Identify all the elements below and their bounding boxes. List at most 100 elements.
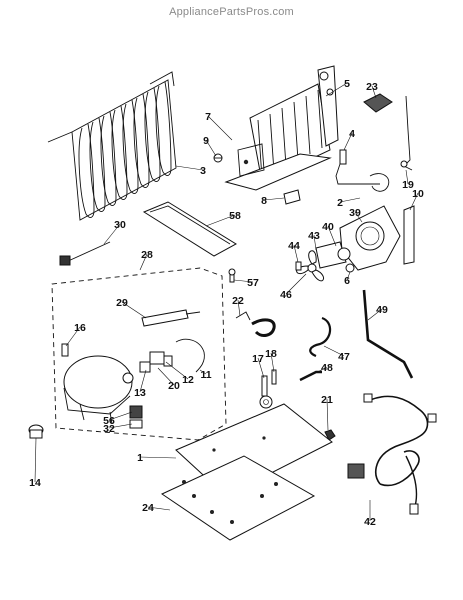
callout-8[interactable]: 8 (261, 195, 267, 207)
part-fan-shroud-39 (339, 205, 401, 271)
leader-line-19 (405, 169, 409, 185)
callout-46[interactable]: 46 (280, 289, 292, 301)
leader-line-16 (65, 326, 81, 347)
leader-line-48 (309, 366, 328, 377)
part-tube-48 (299, 370, 322, 382)
callout-1[interactable]: 1 (137, 452, 143, 464)
leader-line-7 (207, 115, 233, 141)
part-wire-11 (175, 338, 205, 373)
callout-44[interactable]: 44 (288, 240, 300, 252)
callout-58[interactable]: 58 (229, 210, 241, 222)
callout-47[interactable]: 47 (338, 351, 350, 363)
part-start-device-29 (141, 309, 201, 327)
leader-line-58 (205, 214, 236, 227)
callout-9[interactable]: 9 (203, 135, 209, 147)
leader-line-21 (326, 398, 329, 431)
part-evaporator (224, 65, 339, 191)
leader-line-18 (270, 352, 275, 373)
part-duct-10 (403, 205, 415, 265)
leader-line-11 (199, 369, 207, 375)
callout-24[interactable]: 24 (142, 502, 154, 514)
callout-29[interactable]: 29 (116, 297, 128, 309)
compressor-assembly-outline (51, 267, 227, 441)
callout-7[interactable]: 7 (205, 111, 211, 123)
leader-line-17 (257, 357, 265, 379)
leader-line-4 (343, 132, 353, 151)
leader-line-10 (409, 192, 419, 211)
callout-6[interactable]: 6 (344, 275, 350, 287)
leader-line-47 (323, 345, 345, 357)
leader-line-39 (354, 211, 363, 223)
part-wire-harness-42 (347, 393, 437, 515)
leader-line-14 (34, 437, 37, 483)
callout-32[interactable]: 32 (103, 423, 115, 435)
callout-20[interactable]: 20 (168, 380, 180, 392)
callout-17[interactable]: 17 (252, 353, 264, 365)
callout-23[interactable]: 23 (366, 81, 378, 93)
callout-40[interactable]: 40 (322, 221, 334, 233)
part-bracket-8 (283, 189, 301, 205)
part-fan-motor-40 (315, 241, 351, 269)
part-wire-19 (369, 95, 413, 192)
part-tube-47 (309, 316, 332, 358)
callout-42[interactable]: 42 (364, 516, 376, 528)
part-grommet-16 (61, 343, 69, 357)
part-screw-6 (345, 263, 355, 273)
part-compressor (63, 355, 134, 425)
leader-line-20 (157, 367, 175, 386)
part-condenser (47, 71, 177, 221)
leader-line-1 (139, 456, 177, 459)
part-fan-blade-46 (296, 250, 325, 282)
callout-2[interactable]: 2 (337, 197, 343, 209)
callout-4[interactable]: 4 (349, 128, 355, 140)
leader-line-32 (108, 423, 133, 429)
callout-19[interactable]: 19 (402, 179, 414, 191)
leader-line-5 (325, 82, 348, 97)
part-probe-30 (59, 241, 111, 266)
callout-39[interactable]: 39 (349, 207, 361, 219)
part-relay-12 (139, 351, 173, 373)
leader-line-30 (103, 223, 121, 245)
part-screw-17 (261, 375, 268, 397)
callout-5[interactable]: 5 (344, 78, 350, 90)
leader-line-6 (346, 271, 351, 281)
callout-18[interactable]: 18 (265, 348, 277, 360)
watermark: AppliancePartsPros.com (169, 6, 294, 18)
leader-line-23 (371, 85, 377, 99)
callout-22[interactable]: 22 (232, 295, 244, 307)
leader-line-57 (233, 279, 254, 283)
leader-line-12 (165, 361, 189, 380)
callout-28[interactable]: 28 (141, 249, 153, 261)
leader-line-28 (139, 253, 148, 271)
part-screw-57 (228, 268, 236, 283)
part-cover-23 (363, 93, 393, 113)
part-drier-49 (362, 289, 414, 379)
part-pad-24 (160, 455, 316, 541)
callout-43[interactable]: 43 (308, 230, 320, 242)
leader-line-9 (205, 139, 217, 157)
callout-16[interactable]: 16 (74, 322, 86, 334)
callout-10[interactable]: 10 (412, 188, 424, 200)
part-tube-22 (235, 311, 276, 337)
leader-line-24 (147, 506, 171, 511)
callout-12[interactable]: 12 (182, 374, 194, 386)
part-nut-21 (324, 429, 336, 441)
leader-line-13 (139, 369, 147, 393)
callout-49[interactable]: 49 (376, 304, 388, 316)
part-drain-trough-58 (142, 201, 237, 257)
callout-48[interactable]: 48 (321, 362, 333, 374)
callout-56[interactable]: 56 (103, 415, 115, 427)
leader-line-8 (263, 197, 285, 201)
callout-21[interactable]: 21 (321, 394, 333, 406)
callout-3[interactable]: 3 (200, 165, 206, 177)
part-screw-18 (271, 369, 277, 385)
callout-30[interactable]: 30 (114, 219, 126, 231)
callout-11[interactable]: 11 (200, 369, 211, 381)
callout-13[interactable]: 13 (134, 387, 146, 399)
leader-line-22 (237, 299, 241, 317)
callout-57[interactable]: 57 (247, 277, 259, 289)
callout-14[interactable]: 14 (29, 477, 41, 489)
leader-line-49 (367, 308, 383, 321)
